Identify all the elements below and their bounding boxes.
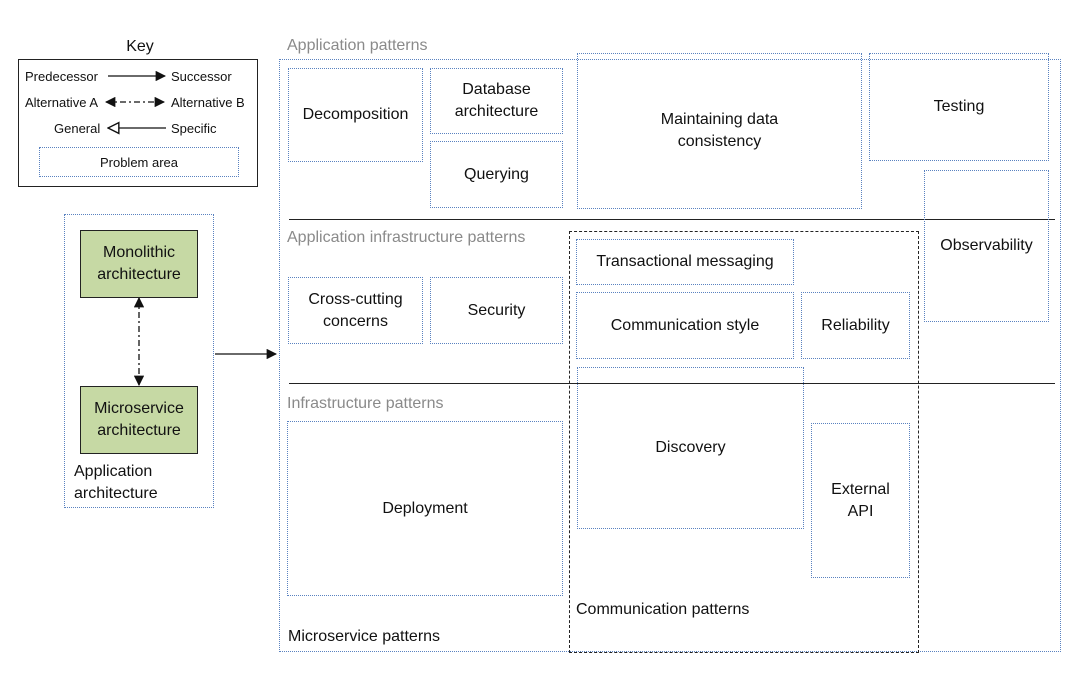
querying-area: Querying [430, 141, 563, 208]
key-successor: Successor [171, 69, 232, 84]
reliability-area: Reliability [801, 292, 910, 359]
security-area: Security [430, 277, 563, 344]
infrastructure-patterns-label: Infrastructure patterns [287, 395, 444, 412]
microservice-patterns-area [279, 59, 1061, 652]
decomposition-area: Decomposition [288, 68, 423, 162]
external-api-area: External API [811, 423, 910, 578]
deployment-area: Deployment [287, 421, 563, 596]
transactional-messaging-area: Transactional messaging [576, 239, 794, 285]
testing-area: Testing [869, 53, 1049, 161]
communication-patterns-label: Communication patterns [576, 601, 750, 618]
application-infrastructure-patterns-label: Application infrastructure patterns [287, 229, 526, 246]
microservice-architecture: Microservice architecture [80, 386, 198, 454]
key-alternative-a: Alternative A [25, 95, 98, 110]
key-title: Key [126, 38, 154, 55]
key-predecessor: Predecessor [25, 69, 98, 84]
data-consistency-area: Maintaining data consistency [577, 53, 862, 209]
key-specific: Specific [171, 121, 217, 136]
application-patterns-label: Application patterns [287, 37, 428, 54]
microservice-patterns-label: Microservice patterns [288, 628, 441, 645]
section-divider-top [289, 219, 1055, 220]
application-architecture-area: Monolithic architecture Microservice arc… [64, 214, 214, 508]
communication-patterns-area [569, 231, 919, 653]
key-alternative-b: Alternative B [171, 95, 245, 110]
section-divider-bottom [289, 383, 1055, 384]
key-problem-area: Problem area [39, 147, 239, 177]
monolithic-architecture: Monolithic architecture [80, 230, 198, 298]
key-box: Predecessor Successor Alternative A Alte… [18, 59, 258, 187]
cross-cutting-concerns-area: Cross-cutting concerns [288, 277, 423, 344]
observability-area: Observability [924, 170, 1049, 322]
database-architecture-area: Database architecture [430, 68, 563, 134]
application-architecture-label: Application architecture [74, 463, 158, 502]
key-general: General [54, 121, 101, 136]
discovery-area: Discovery [577, 367, 804, 529]
communication-style-area: Communication style [576, 292, 794, 359]
